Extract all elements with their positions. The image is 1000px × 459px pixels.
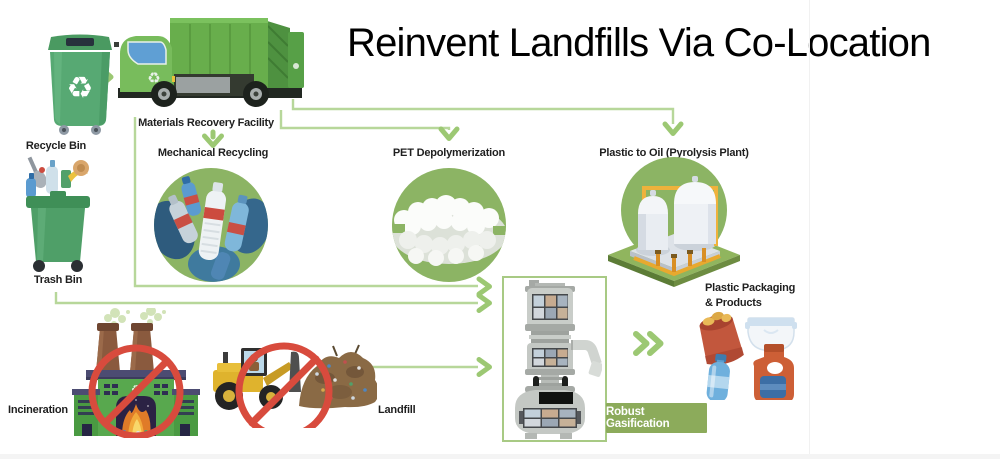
gasifier-output-arrow-icon [633, 331, 664, 356]
products-label-line2: & Products [705, 297, 762, 309]
connector-trashbin-to-gasifier [54, 292, 492, 313]
connector-truck-to-pet [279, 110, 460, 141]
pet-depolymerization-icon [392, 168, 506, 282]
recycle-symbol-icon: ♻ [67, 71, 94, 106]
pet-depolymerization-label: PET Depolymerization [392, 147, 506, 159]
truck-recycle-symbol-icon: ♻ [147, 69, 160, 87]
page-title: Reinvent Landfills Via Co-Location [347, 21, 931, 65]
landfill-icon [213, 342, 377, 428]
trash-bin-icon [26, 156, 90, 272]
prohibition-icon [88, 344, 184, 438]
mechanical-recycling-icon [154, 168, 268, 282]
trash-bin-label: Trash Bin [33, 274, 83, 286]
water-bottle-icon [706, 353, 730, 400]
pyrolysis-plant-icon [608, 157, 740, 287]
gasification-badge: Robust Gasification [606, 403, 707, 433]
canvas-edge-divider [809, 0, 810, 459]
detergent-bottle-icon [753, 344, 794, 400]
plastic-products-icon [699, 311, 797, 400]
mechanical-recycling-label: Mechanical Recycling [157, 147, 269, 159]
products-label: Plastic Packaging & Products [705, 281, 795, 311]
connector-truck-to-pyrolysis [291, 99, 684, 136]
products-label-line1: Plastic Packaging [705, 282, 796, 294]
recycle-bin-label: Recycle Bin [25, 140, 87, 152]
incineration-label: Incineration [8, 404, 68, 416]
landfill-label: Landfill [378, 404, 416, 416]
gasifier-machine-icon [515, 280, 602, 439]
recycle-bin-icon: ♻ [48, 34, 112, 135]
diaper-icon [745, 317, 797, 351]
connector-mrf-to-gasifier [133, 117, 492, 297]
pyrolysis-plant-label: Plastic to Oil (Pyrolysis Plant) [599, 147, 749, 159]
prohibition-icon [235, 342, 333, 428]
connector-mrf-to-mechanical [202, 129, 224, 148]
incineration-icon: ♻ [72, 308, 200, 438]
garbage-truck-icon: ♻ [114, 18, 304, 107]
mrf-label: Materials Recovery Facility [138, 117, 274, 129]
canvas-bottom-edge [0, 454, 1000, 459]
pet-flakes-icon [392, 195, 506, 266]
